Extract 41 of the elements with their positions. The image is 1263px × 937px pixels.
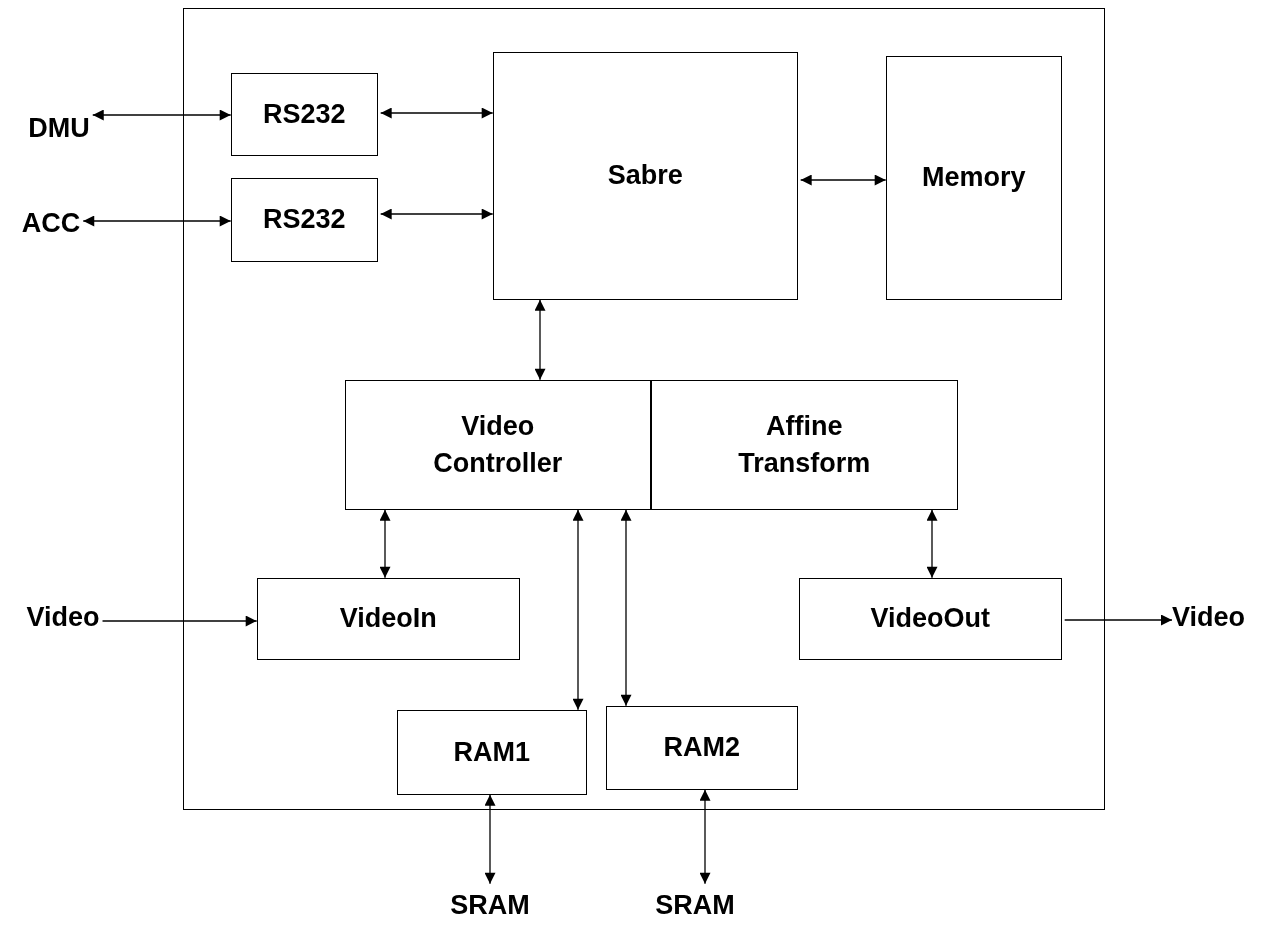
arrow	[926, 509, 938, 579]
block-label: Video Controller	[432, 410, 564, 480]
arrow	[92, 109, 232, 121]
transform-box	[650, 379, 958, 510]
port-label: Video	[1172, 600, 1245, 634]
block-label: RAM2	[663, 731, 740, 765]
processor-box	[492, 51, 798, 300]
arrow	[800, 174, 887, 186]
port-label: SRAM	[450, 888, 530, 922]
output-box	[798, 577, 1062, 660]
arrow	[379, 509, 391, 579]
arrow	[484, 794, 496, 885]
port-label: ACC	[21, 206, 81, 240]
memory-box	[885, 55, 1062, 300]
interface-box	[230, 177, 378, 262]
arrow	[699, 789, 711, 885]
block-label: RS232	[262, 203, 346, 237]
port-label: Video	[26, 600, 100, 634]
arrow	[620, 509, 632, 707]
arrow	[101, 615, 258, 627]
block-label: Sabre	[607, 159, 683, 193]
block-label: RS232	[262, 97, 346, 131]
interface-box	[230, 72, 378, 156]
arrow	[380, 208, 494, 220]
block-label: Affine Transform	[737, 410, 872, 480]
block-label: VideoOut	[870, 602, 990, 636]
input-box	[256, 577, 520, 660]
arrow	[1064, 614, 1173, 626]
system-boundary-box	[183, 8, 1105, 810]
port-label: DMU	[28, 111, 90, 145]
arrow	[572, 509, 584, 711]
controller-box	[344, 379, 651, 510]
arrow	[82, 215, 232, 227]
arrow	[534, 299, 546, 381]
port-label: SRAM	[655, 888, 735, 922]
block-label: VideoIn	[339, 602, 437, 636]
block-label: Memory	[921, 161, 1026, 195]
block-label: RAM1	[453, 735, 530, 769]
ram-box	[605, 705, 798, 790]
arrow	[380, 107, 494, 119]
ram-box	[396, 709, 587, 795]
